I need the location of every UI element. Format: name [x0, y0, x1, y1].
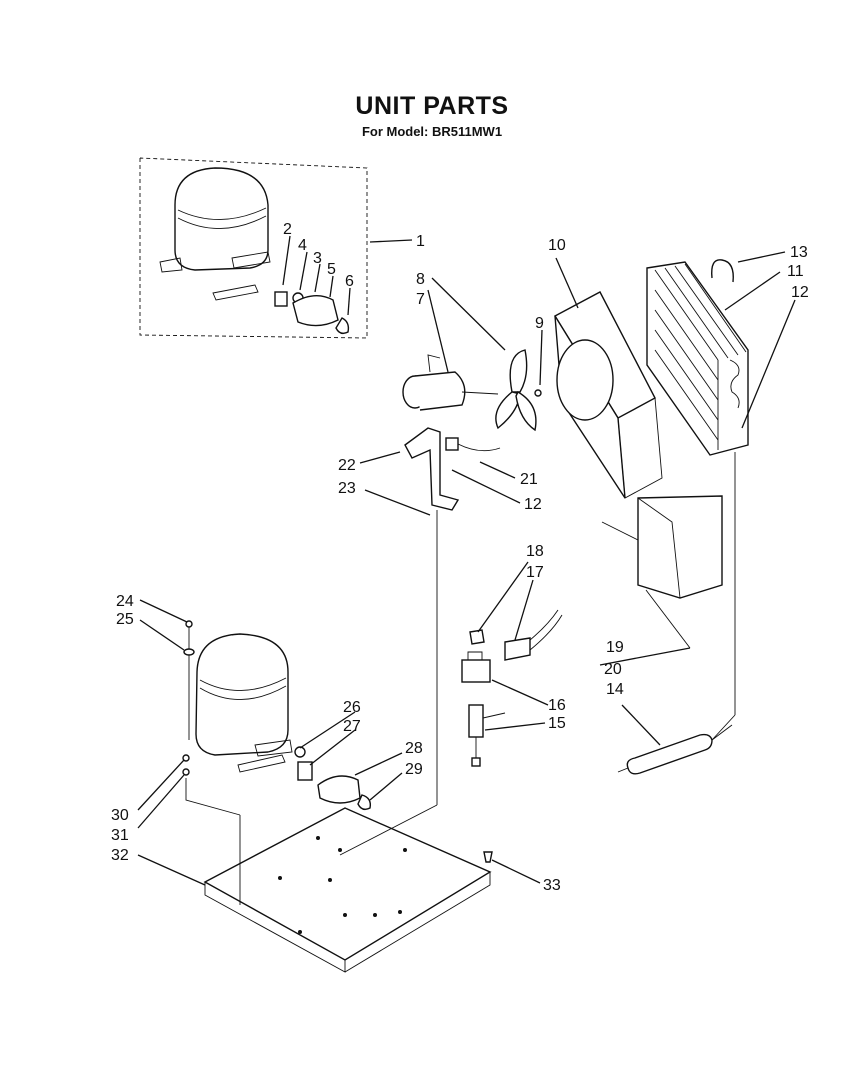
callout-30: 30 [111, 807, 129, 824]
reference-lines [185, 452, 736, 905]
callout-28: 28 [405, 740, 423, 757]
model-subtitle: For Model: BR511MW1 [361, 124, 503, 139]
callout-23: 23 [338, 480, 356, 497]
motor-bracket [404, 427, 501, 511]
callout-12-upper: 12 [791, 284, 809, 301]
callout-10: 10 [548, 237, 566, 254]
callout-2: 2 [283, 221, 292, 238]
callout-22: 22 [338, 457, 356, 474]
callout-33: 33 [543, 877, 561, 894]
fan-blade [495, 349, 542, 432]
page-title: UNIT PARTS [355, 92, 509, 120]
relay-assembly [461, 609, 563, 683]
fan-shroud [554, 291, 663, 499]
callout-27: 27 [343, 718, 361, 735]
callout-11: 11 [787, 263, 804, 280]
callout-5: 5 [327, 261, 336, 278]
callout-4: 4 [298, 237, 307, 254]
compressor-assembly-inset [139, 157, 368, 339]
callout-14: 14 [606, 681, 624, 698]
callout-6: 6 [345, 273, 354, 290]
callout-1: 1 [416, 233, 425, 250]
capacitor [468, 704, 506, 767]
baffle [637, 495, 723, 599]
callout-25: 25 [116, 611, 134, 628]
fan-motor [402, 354, 499, 411]
callout-18: 18 [526, 543, 544, 560]
callout-12-lower: 12 [524, 496, 542, 513]
callout-labels: 1 2 3 4 5 6 7 8 9 10 11 12 12 13 14 15 1… [111, 221, 809, 894]
filter-drier [617, 724, 733, 775]
callout-13: 13 [790, 244, 808, 261]
compressor [182, 620, 372, 811]
base-pan [203, 807, 493, 973]
callout-7: 7 [416, 291, 425, 308]
callout-16: 16 [548, 697, 566, 714]
callout-32: 32 [111, 847, 129, 864]
callout-31: 31 [111, 827, 129, 844]
callout-17: 17 [526, 564, 544, 581]
callout-15: 15 [548, 715, 566, 732]
callout-19: 19 [606, 639, 624, 656]
callout-29: 29 [405, 761, 423, 778]
callout-9: 9 [535, 315, 544, 332]
condenser-coil [646, 259, 749, 456]
callout-3: 3 [313, 250, 322, 267]
callout-24: 24 [116, 593, 134, 610]
callout-21: 21 [520, 471, 538, 488]
callout-26: 26 [343, 699, 361, 716]
callout-20: 20 [604, 661, 622, 678]
callout-8: 8 [416, 271, 425, 288]
leader-lines [137, 235, 796, 886]
